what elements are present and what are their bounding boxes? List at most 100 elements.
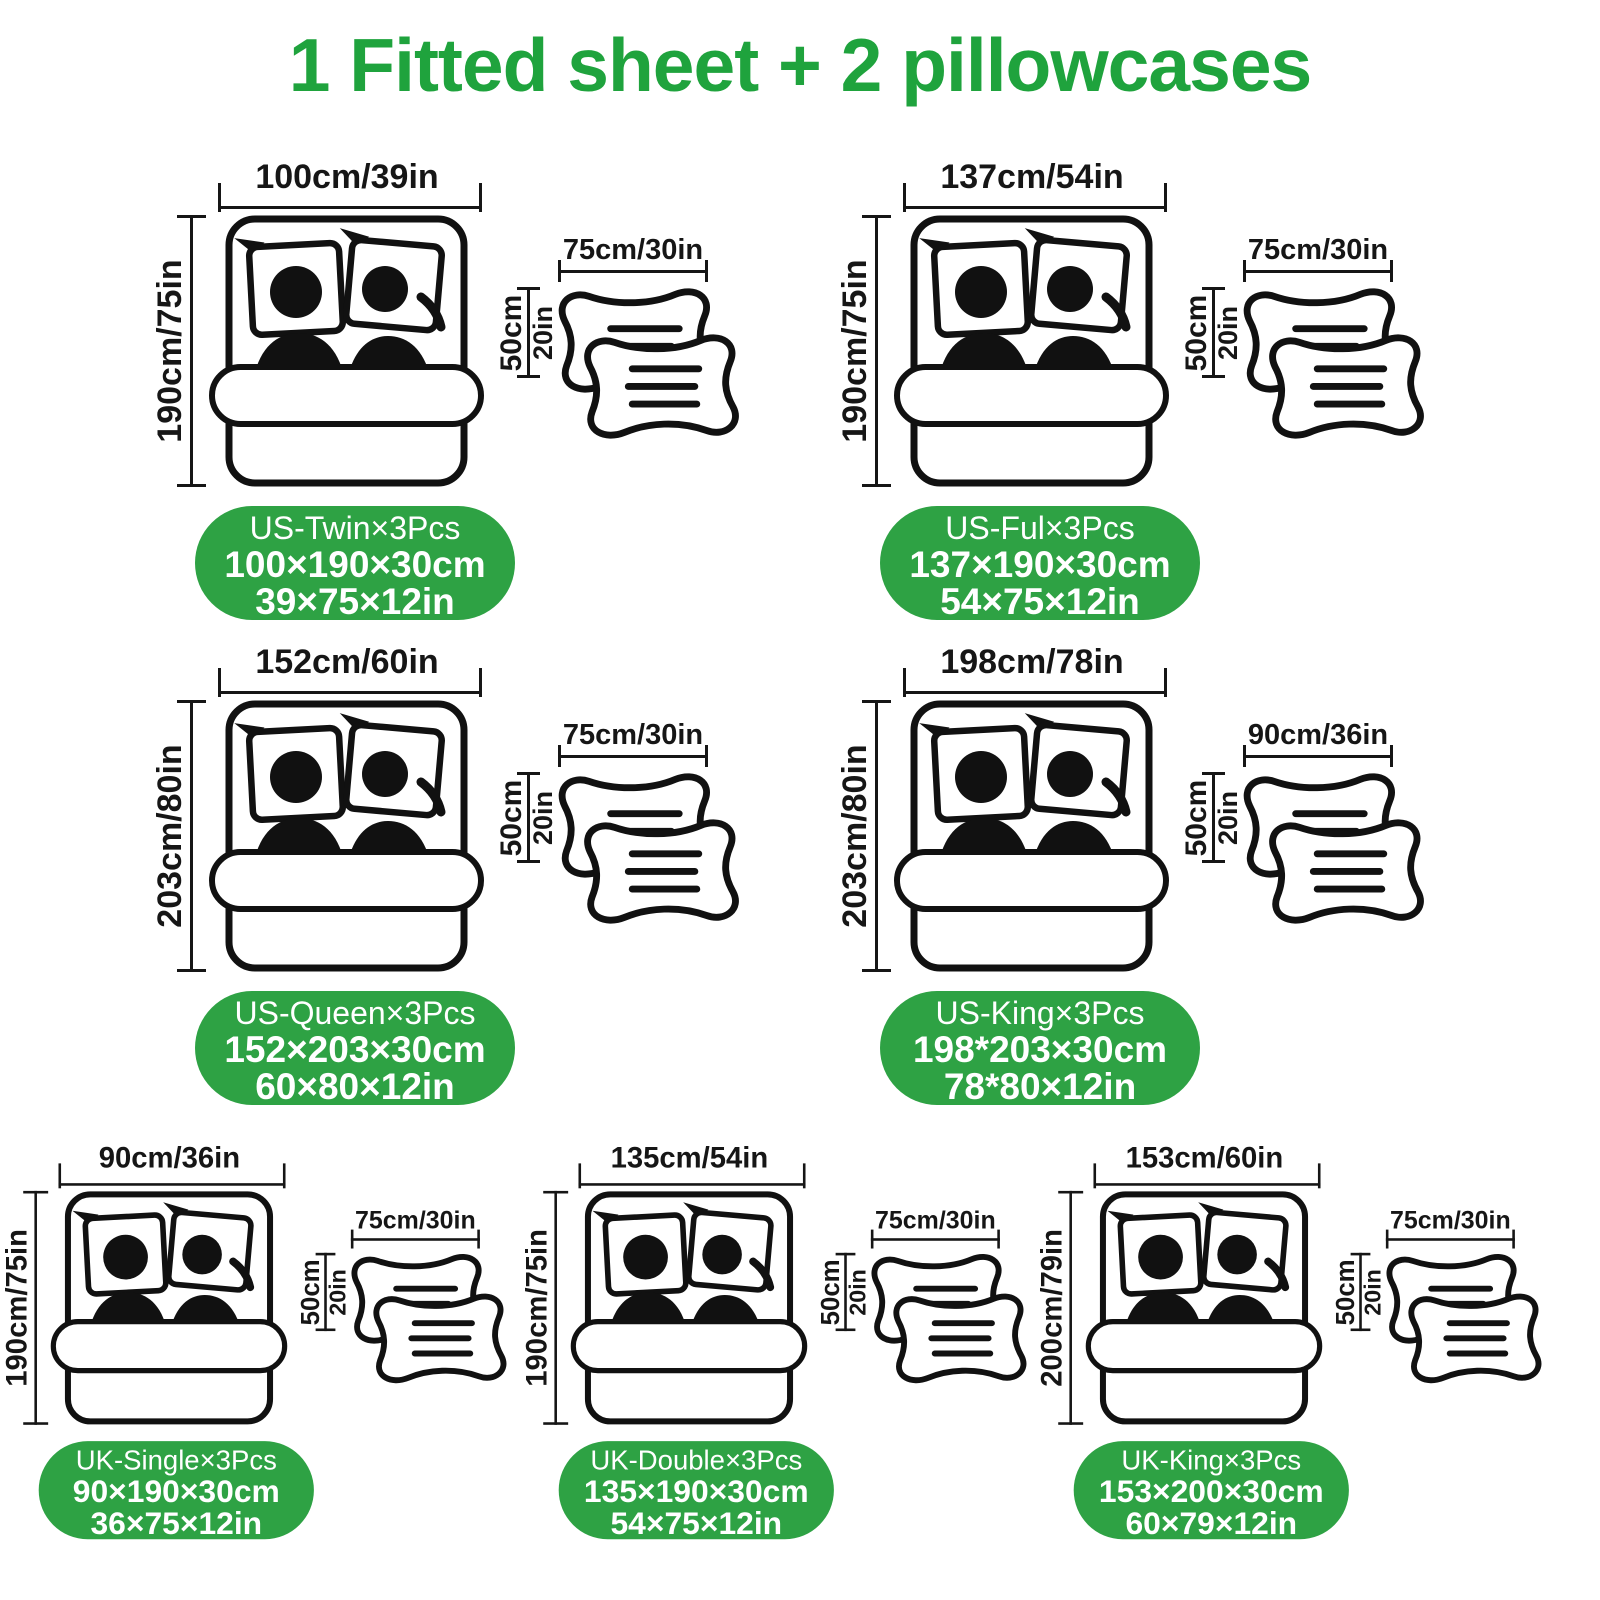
- height-dimension-line: [23, 1190, 49, 1425]
- pillow-stitch-lines: [624, 365, 703, 408]
- left-sleeper: [1107, 1210, 1204, 1326]
- width-dimension-line: [218, 668, 482, 697]
- left-sleeper: [234, 238, 347, 372]
- section-uk-king: 153cm/60in 200cm/79in 75cm/30in: [1035, 1135, 1551, 1548]
- pillow-crease: [416, 292, 446, 332]
- pillow-width-dimension-line: [558, 745, 708, 767]
- badge-dimensions-in: 36×75×12in: [90, 1505, 263, 1541]
- sheet-fold: [209, 849, 484, 912]
- front-pillow: [1269, 819, 1424, 924]
- pillow-stitch-lines: [1309, 850, 1388, 893]
- badge-size-name: UK-Double×3Pcs: [590, 1444, 803, 1476]
- badge-dimensions-cm: 135×190×30cm: [583, 1473, 809, 1510]
- sleeper-shoulders: [349, 821, 429, 857]
- front-pillow: [1269, 334, 1424, 439]
- right-sleeper: [339, 228, 446, 372]
- bed-top-view: [894, 700, 1169, 972]
- pillow-width-dimension-line: [1243, 745, 1393, 767]
- section-us-twin: 100cm/39in 190cm/75in 75cm/30in: [150, 150, 750, 630]
- sheet-fold: [894, 849, 1169, 912]
- sleeper-head: [103, 1234, 148, 1280]
- pillow-stitch-lines: [1443, 1320, 1510, 1357]
- sleeper-shoulders: [255, 818, 343, 857]
- size-badge: US-Twin×3Pcs 100×190×30cm 39×75×12in: [195, 506, 515, 620]
- height-dimension-line: [862, 700, 891, 972]
- width-dimension-line: [1093, 1163, 1321, 1189]
- pillow-stitch-lines: [1309, 365, 1388, 408]
- size-badge: UK-Single×3Pcs 90×190×30cm 36×75×12in: [38, 1441, 314, 1541]
- sleeper-head: [1047, 266, 1093, 312]
- section-uk-double: 135cm/54in 190cm/75in 75cm/30in: [520, 1135, 1036, 1548]
- pillow-height-dimension-line: [1202, 772, 1225, 863]
- bed-top-view: [50, 1191, 288, 1425]
- sleeper-shoulders: [255, 333, 343, 372]
- pillow-width-label: 75cm/30in: [1390, 1207, 1511, 1235]
- sleeper-head: [362, 266, 408, 312]
- bed-height-label: 203cm/80in: [836, 744, 874, 928]
- size-badge: UK-King×3Pcs 153×200×30cm 60×79×12in: [1073, 1441, 1349, 1539]
- badge-size-name: UK-Single×3Pcs: [75, 1444, 277, 1476]
- sleeper-head: [623, 1234, 668, 1280]
- bed-width-label: 153cm/60in: [1125, 1141, 1284, 1175]
- height-dimension-line: [543, 1190, 569, 1425]
- sleeper-head: [270, 751, 322, 803]
- bed-top-view: [209, 215, 484, 487]
- pillow-crease: [1101, 292, 1131, 332]
- sheet-fold: [894, 364, 1169, 427]
- pillowcases-icon: [1233, 284, 1424, 439]
- front-pillow: [584, 819, 739, 924]
- section-us-ful: 137cm/54in 190cm/75in 75cm/30in: [835, 150, 1435, 630]
- sleeper-head: [362, 751, 408, 797]
- badge-dimensions-in: 78*80×12in: [943, 1066, 1137, 1107]
- left-sleeper: [72, 1210, 169, 1326]
- width-dimension-line: [218, 183, 482, 212]
- badge-dimensions-in: 54×75×12in: [610, 1505, 783, 1541]
- pillow-pair: [1386, 1254, 1542, 1384]
- pillow-width-dimension-line: [350, 1229, 480, 1249]
- size-badge: US-King×3Pcs 198*203×30cm 78*80×12in: [880, 991, 1200, 1105]
- section-uk-single: 90cm/36in 190cm/75in 75cm/30in 5: [0, 1135, 516, 1548]
- pillow-stitch-lines: [928, 1320, 995, 1357]
- sheet-fold: [1085, 1319, 1323, 1374]
- sleeper-head: [270, 266, 322, 318]
- bed-top-view: [570, 1191, 808, 1425]
- page-title: 1 Fitted sheet + 2 pillowcases: [288, 23, 1313, 107]
- badge-size-name: UK-King×3Pcs: [1121, 1444, 1302, 1476]
- right-sleeper: [339, 713, 446, 857]
- front-pillow: [584, 334, 739, 439]
- sleeper-shoulders: [349, 336, 429, 372]
- width-dimension-line: [903, 668, 1167, 697]
- pillow-stitch-lines: [408, 1320, 475, 1357]
- pillow-crease: [229, 1257, 255, 1292]
- sleeper-head: [1047, 751, 1093, 797]
- pillow-height-dimension-line: [1202, 287, 1225, 378]
- sheet-fold: [570, 1319, 808, 1374]
- badge-size-name: US-Queen×3Pcs: [234, 995, 476, 1031]
- sleeper-shoulders: [1206, 1294, 1275, 1326]
- pillow-pair: [871, 1254, 1027, 1384]
- pillow-width-label: 90cm/36in: [1247, 719, 1389, 751]
- pillow-pair: [1243, 773, 1424, 924]
- badge-dimensions-cm: 153×200×30cm: [1098, 1473, 1324, 1510]
- bed-top-view: [1085, 1191, 1323, 1425]
- pillow-width-label: 75cm/30in: [355, 1207, 476, 1235]
- sheet-fold: [50, 1319, 288, 1374]
- badge-size-name: US-King×3Pcs: [935, 995, 1145, 1031]
- pillow-pair: [558, 288, 739, 439]
- pillow-crease: [1101, 777, 1131, 817]
- pillow-width-dimension-line: [1385, 1229, 1515, 1249]
- front-pillow: [373, 1293, 507, 1384]
- badge-dimensions-in: 39×75×12in: [255, 581, 455, 622]
- bed-width-label: 198cm/78in: [940, 643, 1124, 681]
- front-pillow: [1408, 1293, 1542, 1384]
- pillow-height-dimension-line: [517, 287, 540, 378]
- pillow-width-dimension-line: [1243, 260, 1393, 282]
- width-dimension-line: [578, 1163, 806, 1189]
- sleeper-shoulders: [940, 333, 1028, 372]
- bed-height-label: 190cm/75in: [151, 259, 189, 443]
- sleeper-head: [955, 751, 1007, 803]
- pillowcases-icon: [342, 1250, 507, 1384]
- badge-dimensions-cm: 100×190×30cm: [224, 544, 486, 585]
- bed-width-label: 90cm/36in: [98, 1141, 241, 1175]
- right-sleeper: [683, 1202, 775, 1326]
